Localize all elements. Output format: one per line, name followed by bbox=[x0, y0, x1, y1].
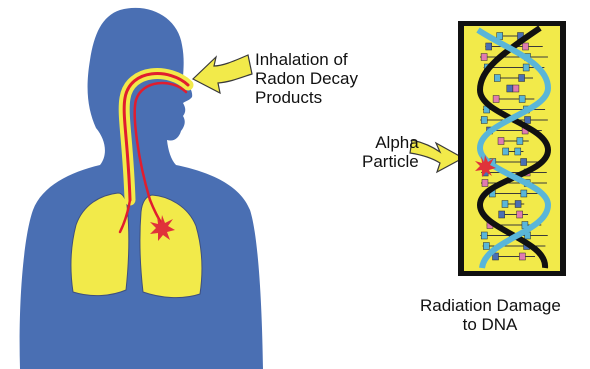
dna-damage-label: Radiation Damage to DNA bbox=[420, 296, 560, 334]
base-pair-block bbox=[517, 138, 523, 145]
base-pair-block bbox=[519, 253, 525, 260]
dna-panel bbox=[458, 21, 566, 276]
base-pair-block bbox=[483, 243, 489, 250]
base-pair-block bbox=[507, 85, 513, 92]
base-pair-block bbox=[481, 232, 487, 239]
dna-label-line: Radiation Damage bbox=[420, 296, 560, 315]
base-pair-block bbox=[481, 54, 487, 61]
alpha-particle-label: Alpha Particle bbox=[362, 133, 419, 171]
base-pair-block bbox=[502, 201, 508, 208]
inhalation-label-line: Radon Decay bbox=[255, 69, 358, 88]
dna-label-line: to DNA bbox=[420, 315, 560, 334]
base-pair-block bbox=[521, 159, 527, 166]
base-pair-block bbox=[486, 43, 492, 50]
base-pair-block bbox=[493, 96, 499, 103]
base-pair-block bbox=[481, 117, 487, 124]
inhalation-label-line: Inhalation of bbox=[255, 50, 358, 69]
human-silhouette bbox=[20, 8, 263, 369]
base-pair-block bbox=[522, 43, 528, 50]
base-pair-block bbox=[482, 180, 488, 187]
head-and-torso bbox=[20, 8, 263, 369]
base-pair-block bbox=[498, 138, 504, 145]
base-pair-block bbox=[517, 211, 523, 218]
base-pair-block bbox=[515, 148, 521, 155]
base-pair-block bbox=[494, 75, 500, 82]
base-pair-block bbox=[519, 96, 525, 103]
alpha-label-line: Alpha bbox=[362, 133, 419, 152]
inhalation-label: Inhalation of Radon Decay Products bbox=[255, 50, 358, 107]
curved-arrow-icon bbox=[193, 55, 252, 93]
base-pair-block bbox=[521, 190, 527, 197]
base-pair-block bbox=[523, 64, 529, 71]
base-pair-block bbox=[525, 117, 531, 124]
base-pair-block bbox=[519, 75, 525, 82]
inhalation-label-line: Products bbox=[255, 88, 358, 107]
base-pair-block bbox=[503, 148, 509, 155]
alpha-label-line: Particle bbox=[362, 152, 419, 171]
base-pair-block bbox=[499, 211, 505, 218]
base-pair-block bbox=[513, 85, 519, 92]
base-pair-block bbox=[515, 201, 521, 208]
